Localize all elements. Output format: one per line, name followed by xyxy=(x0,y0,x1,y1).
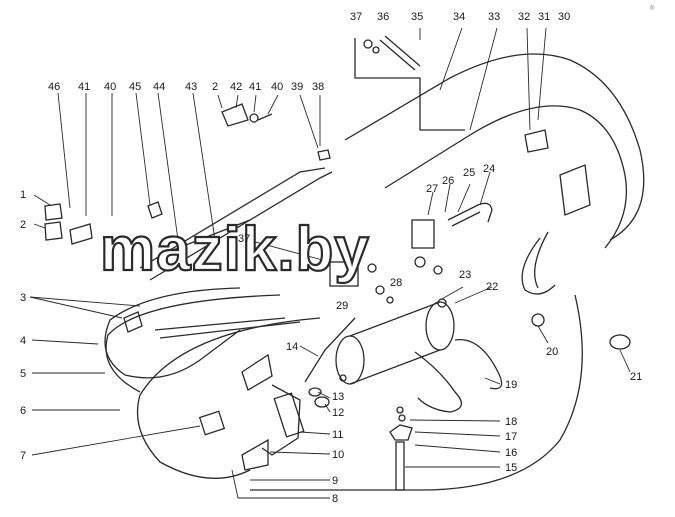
callout-37-top: 37 xyxy=(350,11,362,23)
callout-7: 7 xyxy=(20,450,26,462)
callout-6: 6 xyxy=(20,405,26,417)
callout-17: 17 xyxy=(505,431,517,443)
callout-41-left: 41 xyxy=(78,81,90,93)
air-tank xyxy=(335,298,455,385)
leader-lines xyxy=(29,27,631,499)
hose-24b xyxy=(451,211,481,227)
clamp-1 xyxy=(44,203,63,221)
callout-38: 38 xyxy=(312,81,324,93)
callout-40-right: 40 xyxy=(271,81,283,93)
bracket-assembly xyxy=(241,353,305,471)
callout-24: 24 xyxy=(483,163,495,175)
callout-39: 39 xyxy=(291,81,303,93)
callout-14: 14 xyxy=(286,341,298,353)
callout-11: 11 xyxy=(332,429,343,441)
fitting-12 xyxy=(314,396,330,408)
bracket-31 xyxy=(524,129,549,153)
hose-right xyxy=(521,237,556,295)
callout-22: 22 xyxy=(486,281,498,293)
callout-20: 20 xyxy=(546,346,558,358)
fitting-3 xyxy=(123,311,143,333)
callout-42: 42 xyxy=(230,81,242,93)
callout-30: 30 xyxy=(558,11,570,23)
callout-4: 4 xyxy=(20,335,26,347)
strap-19b xyxy=(454,338,503,390)
callout-labels: 1 2 3 4 5 6 7 8 9 10 11 12 13 14 15 16 1… xyxy=(20,11,642,505)
strap-19 xyxy=(414,351,462,413)
fitting-7 xyxy=(198,410,226,436)
callout-9: 9 xyxy=(332,475,338,487)
pipe-loop-4 xyxy=(104,287,241,379)
callout-13: 13 xyxy=(332,391,344,403)
callout-5: 5 xyxy=(20,368,26,380)
corner-mark: ® xyxy=(650,5,655,12)
callout-37-mid: 37 xyxy=(238,233,250,245)
pipe-loop-6 xyxy=(136,317,321,479)
callout-36: 36 xyxy=(377,11,389,23)
fitting-38 xyxy=(317,149,331,161)
hose-right-b xyxy=(534,231,549,289)
fitting-20 xyxy=(531,313,545,327)
fitting-13 xyxy=(308,387,322,397)
callout-23: 23 xyxy=(459,269,471,281)
pipe-44c xyxy=(159,321,301,339)
fitting-left xyxy=(69,223,93,245)
bolt-35 xyxy=(363,35,421,71)
callout-41-right: 41 xyxy=(249,81,261,93)
callout-12: 12 xyxy=(332,407,344,419)
hose-24 xyxy=(447,202,493,223)
callout-44: 44 xyxy=(153,81,165,93)
callout-2-top: 2 xyxy=(212,81,218,93)
callout-29: 29 xyxy=(336,300,348,312)
clamp-42 xyxy=(221,103,249,127)
callout-32: 32 xyxy=(518,11,530,23)
callout-15: 15 xyxy=(505,462,517,474)
callout-19: 19 xyxy=(505,379,517,391)
callout-27: 27 xyxy=(426,183,438,195)
callout-25: 25 xyxy=(463,167,475,179)
callout-43: 43 xyxy=(185,81,197,93)
callout-34: 34 xyxy=(453,11,465,23)
pipe-34 xyxy=(344,53,645,241)
callout-2: 2 xyxy=(20,219,26,231)
callout-21: 21 xyxy=(630,371,642,383)
nut-41 xyxy=(249,113,259,123)
clamp-2 xyxy=(44,221,63,241)
callout-33: 33 xyxy=(488,11,500,23)
callout-28: 28 xyxy=(390,277,402,289)
callout-16: 16 xyxy=(505,447,517,459)
callout-3: 3 xyxy=(20,292,26,304)
pipe-outer-loop xyxy=(250,294,583,491)
fitting-21 xyxy=(609,334,631,350)
pipe-43 xyxy=(139,167,326,269)
pipe-33 xyxy=(384,105,628,249)
callout-26: 26 xyxy=(442,175,454,187)
callout-31: 31 xyxy=(538,11,550,23)
pipe-44 xyxy=(149,171,333,281)
valve-block xyxy=(329,219,443,304)
bolt-box-outline xyxy=(354,38,465,131)
callout-18: 18 xyxy=(505,416,517,428)
callout-1: 1 xyxy=(20,189,26,201)
bolt-40 xyxy=(257,113,273,121)
callout-10: 10 xyxy=(332,449,344,461)
pipe-loop-5 xyxy=(105,294,281,393)
pipe-rod xyxy=(167,219,251,253)
callout-35: 35 xyxy=(411,11,423,23)
callout-45: 45 xyxy=(129,81,141,93)
pipe-14 xyxy=(304,317,356,383)
callout-40-left: 40 xyxy=(104,81,116,93)
pipe-44b xyxy=(154,317,286,331)
watermark-logo: mazik.by xyxy=(100,215,370,284)
fitting-45 xyxy=(147,201,163,219)
drain-valve xyxy=(389,406,413,491)
bracket-plate xyxy=(559,164,591,216)
callout-8: 8 xyxy=(332,493,338,505)
callout-46: 46 xyxy=(48,81,60,93)
